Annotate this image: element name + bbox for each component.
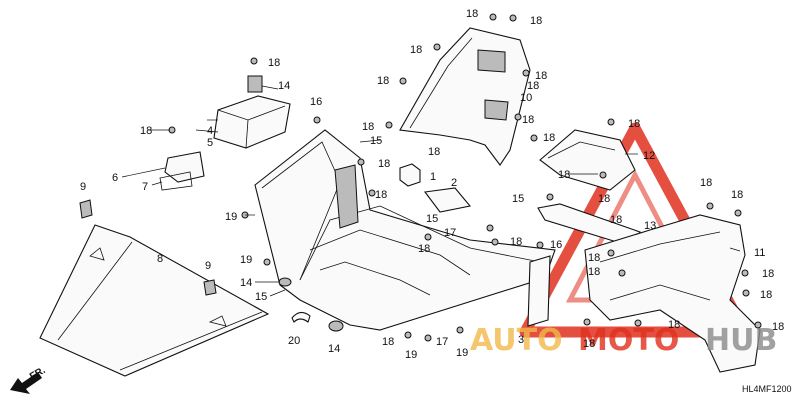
callout: 18 (731, 189, 743, 201)
front-direction-arrow: FR. (10, 365, 48, 394)
callout: 14 (240, 277, 252, 289)
callout: 5 (207, 137, 213, 149)
watermark-moto: MOTO (578, 323, 679, 358)
callout: 14 (328, 343, 340, 355)
callout: 14 (278, 80, 290, 92)
callout: 18 (588, 266, 600, 278)
callout: 18 (535, 70, 547, 82)
side-cowl-part-11 (584, 214, 761, 373)
callout: 18 (510, 236, 522, 248)
callout: 18 (583, 338, 595, 350)
part-1-cube (399, 163, 421, 187)
callout: 19 (405, 349, 417, 361)
fastener-9-right (203, 279, 217, 296)
callout: 18 (700, 177, 712, 189)
callout: 18 (598, 193, 610, 205)
callout: 18 (362, 121, 374, 133)
front-direction-label: FR. (28, 365, 48, 383)
grommet-14-left (278, 277, 292, 287)
callout: 16 (550, 239, 562, 251)
callout: 18 (543, 132, 555, 144)
callout: 18 (377, 75, 389, 87)
callout: 19 (456, 347, 468, 359)
part-2-strip (423, 187, 472, 213)
callout: 12 (643, 150, 655, 162)
callout: 9 (205, 260, 211, 272)
bolt-set-18 (168, 13, 762, 342)
callout: 17 (436, 336, 448, 348)
callout: 19 (225, 211, 237, 223)
callout: 10 (520, 92, 532, 104)
callout: 11 (754, 247, 765, 259)
clip-part-20 (291, 311, 311, 323)
callout: 6 (112, 172, 118, 184)
callout: 18 (268, 57, 280, 69)
callout: 18 (418, 243, 430, 255)
callout: 20 (288, 335, 300, 347)
callout: 15 (255, 291, 267, 303)
diagram-code: HL4MF1200 (742, 384, 792, 394)
inner-cover-main (254, 129, 556, 331)
callout: 18 (762, 268, 774, 280)
bracket-part-6-7 (159, 151, 205, 191)
upper-right-cover-part-12 (539, 129, 636, 191)
watermark-hub: HUB (705, 323, 777, 358)
callout: 7 (142, 181, 148, 193)
callout: 4 (207, 125, 213, 137)
callout: 17 (444, 227, 456, 239)
callout: 13 (644, 220, 656, 232)
leader-lines (121, 85, 741, 297)
grommet-14-bottom (328, 320, 344, 332)
watermark-text: AUTO MOTO HUB (470, 323, 777, 358)
callout: 15 (370, 135, 382, 147)
fastener-9-left (79, 199, 93, 219)
callout: 18 (428, 146, 440, 158)
callout: 8 (157, 253, 163, 265)
callout: 18 (558, 169, 570, 181)
callout: 15 (426, 213, 438, 225)
callout: 18 (530, 15, 542, 27)
callout: 18 (375, 189, 387, 201)
callout: 16 (310, 96, 322, 108)
callout: 15 (512, 193, 524, 205)
callout: 18 (588, 252, 600, 264)
lower-bar-part-3 (527, 255, 551, 327)
callout: 18 (466, 8, 478, 20)
callout: 18 (410, 44, 422, 56)
vent-frame-part-10 (399, 27, 531, 166)
callout: 3 (518, 334, 524, 346)
callout: 18 (527, 80, 539, 92)
callout: 18 (610, 214, 622, 226)
callout: 1 (430, 171, 436, 183)
callout: 2 (451, 177, 457, 189)
callout: 18 (668, 319, 680, 331)
callout: 18 (382, 336, 394, 348)
watermark-auto: AUTO (470, 323, 563, 358)
callout: 18 (140, 125, 152, 137)
callout: 18 (378, 158, 390, 170)
callout: 18 (522, 114, 534, 126)
callout: 9 (80, 181, 86, 193)
box-assembly-part-4-5 (213, 75, 291, 149)
callout: 19 (240, 254, 252, 266)
callout: 18 (628, 118, 640, 130)
callout-labels: 18 18 18 18 18 14 16 18 4 5 18 15 18 1 2… (80, 8, 784, 361)
callout: 18 (760, 289, 772, 301)
callout: 18 (772, 321, 784, 333)
front-panel-part-8 (39, 224, 270, 377)
